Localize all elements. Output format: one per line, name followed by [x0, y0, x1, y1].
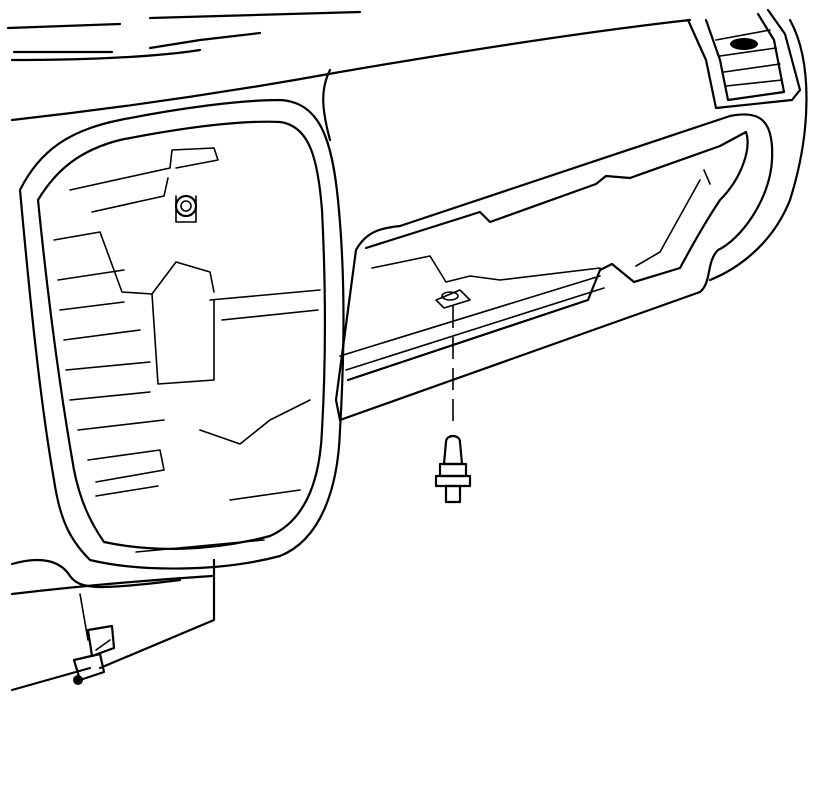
retaining-clip: [434, 434, 472, 504]
clip-hole: [441, 291, 459, 301]
lower-trim-panel: [334, 113, 774, 422]
air-vent: [686, 8, 808, 282]
knee-bolster-bracket: [10, 558, 216, 692]
steering-column-linkage: [72, 624, 116, 685]
left-storage-opening: [18, 98, 345, 570]
dash-top-edge: [6, 10, 692, 142]
